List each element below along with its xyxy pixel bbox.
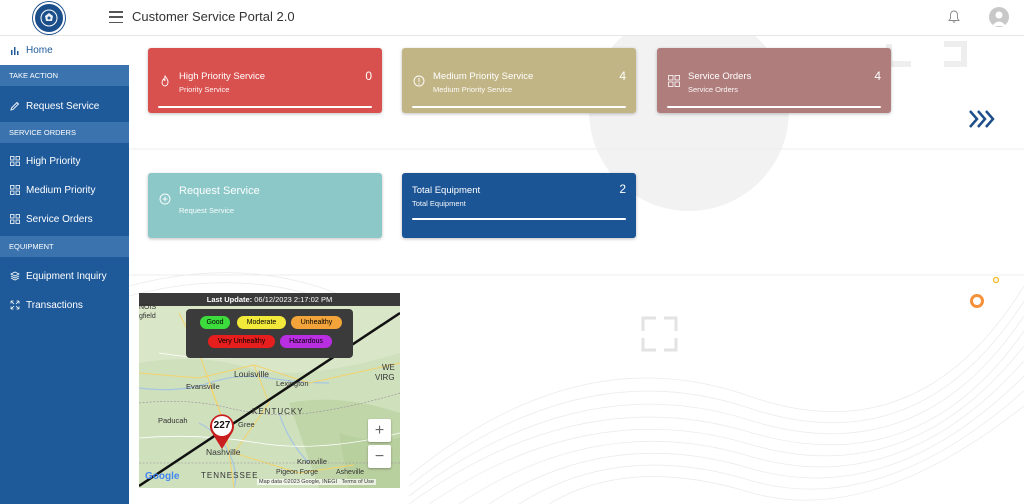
card-progress-bar <box>158 106 372 108</box>
map-label-pigeon-forge: Pigeon Forge <box>276 469 319 476</box>
map-label-lexington: Lexington <box>276 379 309 388</box>
map-label-asheville: Asheville <box>336 469 365 476</box>
map-label-louisville: Louisville <box>234 369 269 379</box>
card-request-service[interactable]: Request Service Request Service <box>148 173 382 238</box>
map-last-update: Last Update: 06/12/2023 2:17:02 PM <box>139 293 400 306</box>
aqi-hazardous[interactable]: Hazardous <box>280 335 332 348</box>
sidebar-item-medium-priority[interactable]: Medium Priority <box>0 176 129 204</box>
logo-emblem-icon <box>40 9 58 27</box>
sidebar-item-high-priority[interactable]: High Priority <box>0 147 129 175</box>
menu-toggle-icon[interactable] <box>109 11 123 23</box>
air-quality-map[interactable]: Last Update: 06/12/2023 2:17:02 PM Good … <box>139 293 400 488</box>
card-count: 4 <box>619 69 626 83</box>
card-subtitle: Total Equipment <box>412 199 466 208</box>
notification-bell-icon[interactable] <box>948 10 960 24</box>
user-avatar[interactable] <box>989 7 1009 27</box>
last-update-label: Last Update: <box>206 295 253 304</box>
map-attribution: Map data ©2023 Google, INEGI <box>259 479 338 485</box>
card-count: 2 <box>619 182 626 196</box>
google-logo-text: Google <box>145 471 180 482</box>
aqi-good[interactable]: Good <box>200 316 230 329</box>
user-silhouette-icon <box>992 11 1006 26</box>
expand-arrows-icon <box>10 300 20 310</box>
card-high-priority-service[interactable]: High Priority Service Priority Service 0 <box>148 48 382 113</box>
sidebar-section-service-orders: SERVICE ORDERS <box>0 122 129 143</box>
card-subtitle: Priority Service <box>179 85 230 94</box>
card-progress-bar <box>412 106 626 108</box>
sidebar-item-label: Home <box>26 45 53 56</box>
portal-title: Customer Service Portal 2.0 <box>132 9 295 24</box>
card-subtitle: Request Service <box>179 206 235 215</box>
map-terms-link[interactable]: Terms of Use <box>341 479 374 485</box>
sidebar-item-label: Equipment Inquiry <box>26 270 107 282</box>
sidebar-item-label: High Priority <box>26 155 81 167</box>
map-label-west-virginia-2: VIRG <box>375 373 395 382</box>
pencil-icon <box>10 101 20 111</box>
map-label-nashville: Nashville <box>206 447 241 457</box>
aqi-moderate[interactable]: Moderate <box>237 316 286 329</box>
aqi-marker-value: 227 <box>213 420 231 431</box>
map-label-west-virginia-1: WE <box>382 363 395 372</box>
google-logo: Google <box>145 471 179 482</box>
map-label-illinois: NOIS <box>139 304 157 311</box>
sidebar-item-label: Service Orders <box>26 213 93 225</box>
sidebar-item-label: Request Service <box>26 100 100 112</box>
sidebar-section-equipment: EQUIPMENT <box>0 236 129 257</box>
card-title: Service Orders <box>688 71 752 82</box>
aqi-marker-pin[interactable] <box>208 413 236 451</box>
card-subtitle: Service Orders <box>688 85 739 94</box>
map-label-evansville: Evansville <box>186 382 220 391</box>
card-count: 0 <box>365 69 372 83</box>
grid-icon <box>10 185 20 195</box>
next-chevrons-icon[interactable] <box>967 108 997 130</box>
sidebar-item-request-service[interactable]: Request Service <box>0 92 129 120</box>
grid-icon <box>10 214 20 224</box>
card-progress-bar <box>412 218 626 220</box>
card-count: 4 <box>874 69 881 83</box>
aqi-legend: Good Moderate Unhealthy Very Unhealthy H… <box>186 309 353 358</box>
map-footer: Map data ©2023 Google, INEGI Terms of Us… <box>257 479 376 485</box>
main-content: High Priority Service Priority Service 0… <box>129 36 1024 504</box>
card-title: Total Equipment <box>412 185 481 196</box>
map-label-paducah: Paducah <box>158 416 188 425</box>
top-bar: Customer Service Portal 2.0 <box>0 0 1024 36</box>
card-title: High Priority Service <box>179 71 266 82</box>
card-progress-bar <box>667 106 881 108</box>
grid-icon <box>668 75 680 87</box>
sidebar-item-service-orders[interactable]: Service Orders <box>0 205 129 233</box>
card-subtitle: Medium Priority Service <box>433 85 513 94</box>
map-zoom-in-button[interactable]: + <box>368 419 391 442</box>
company-logo[interactable] <box>33 2 65 34</box>
fire-icon <box>161 75 169 87</box>
map-label-knoxville: Knoxville <box>297 457 328 466</box>
plus-circle-icon <box>159 193 171 205</box>
card-total-equipment[interactable]: Total Equipment Total Equipment 2 <box>402 173 636 238</box>
sidebar-item-equipment-inquiry[interactable]: Equipment Inquiry <box>0 262 129 290</box>
sidebar-item-label: Medium Priority <box>26 184 96 196</box>
grid-icon <box>10 156 20 166</box>
map-label-green: Gree <box>238 420 255 429</box>
map-zoom-out-button[interactable]: − <box>368 445 391 468</box>
layers-icon <box>10 271 20 281</box>
sidebar: Home TAKE ACTION Request Service SERVICE… <box>0 36 129 504</box>
card-service-orders[interactable]: Service Orders Service Orders 4 <box>657 48 891 113</box>
aqi-very-unhealthy[interactable]: Very Unhealthy <box>208 335 275 348</box>
sidebar-item-home[interactable]: Home <box>0 36 129 65</box>
card-title: Medium Priority Service <box>433 71 534 82</box>
alert-circle-icon <box>413 75 425 87</box>
card-medium-priority-service[interactable]: Medium Priority Service Medium Priority … <box>402 48 636 113</box>
last-update-value: 06/12/2023 2:17:02 PM <box>254 295 333 304</box>
map-label-kentucky: KENTUCKY <box>252 407 304 416</box>
card-title: Request Service <box>179 185 260 197</box>
bar-chart-icon <box>11 46 19 55</box>
logo-container <box>0 0 98 36</box>
sidebar-item-transactions[interactable]: Transactions <box>0 291 129 319</box>
aqi-unhealthy[interactable]: Unhealthy <box>291 316 342 329</box>
sidebar-section-take-action: TAKE ACTION <box>0 65 129 86</box>
sidebar-item-label: Transactions <box>26 299 83 311</box>
map-label-greenfield: gfield <box>139 313 156 320</box>
map-label-tennessee: TENNESSEE <box>201 471 259 480</box>
